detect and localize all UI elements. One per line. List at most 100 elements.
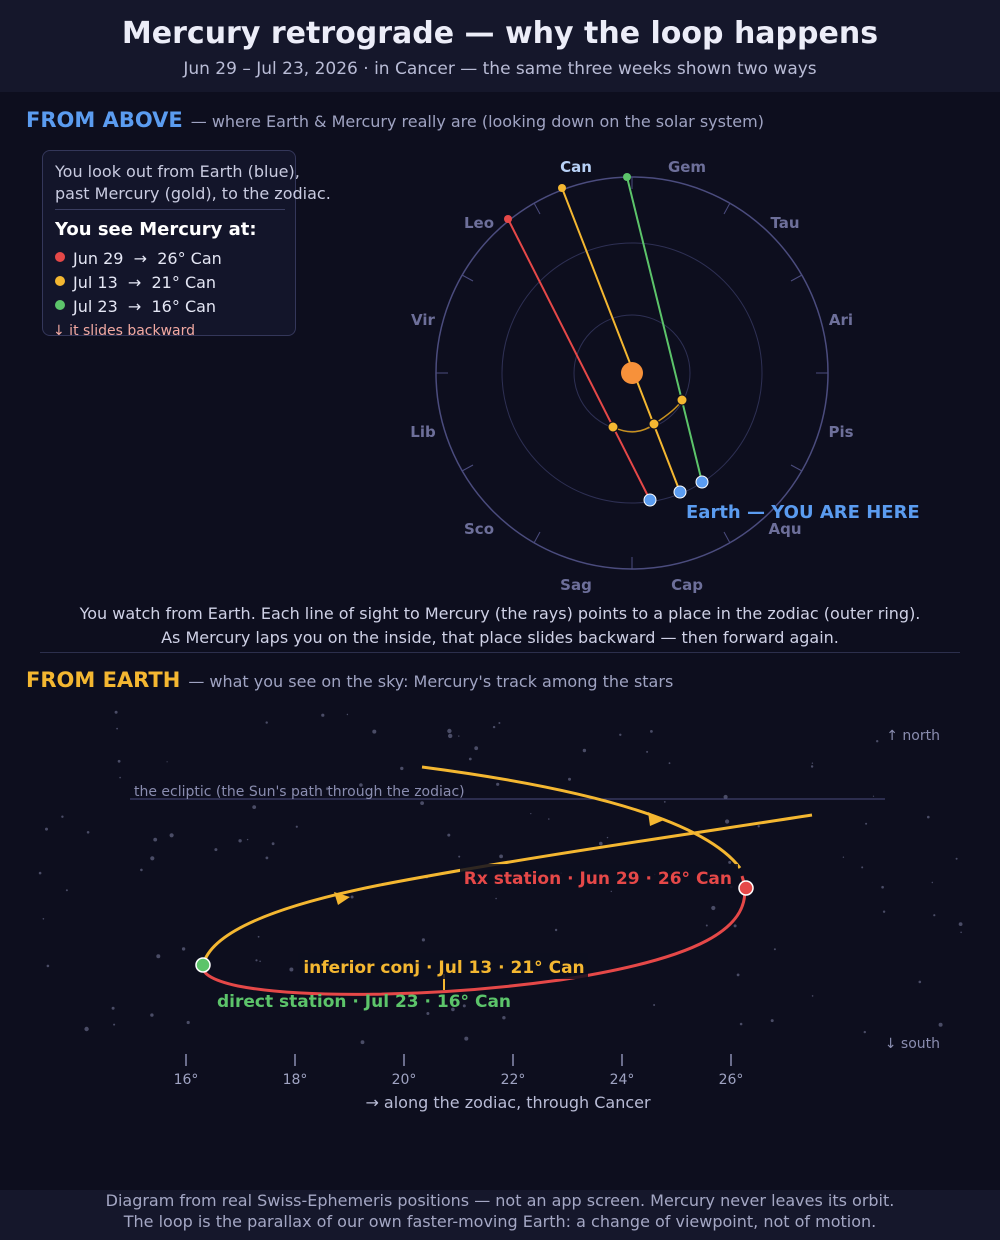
star (46, 964, 50, 968)
star (111, 1006, 115, 1010)
legend-arrow: → (133, 249, 148, 268)
zodiac-label-aqu: Aqu (768, 520, 801, 538)
star (458, 855, 461, 858)
star (498, 722, 501, 724)
star (606, 836, 609, 839)
star (464, 1036, 469, 1041)
star (117, 759, 121, 763)
star (113, 1023, 116, 1026)
star (960, 931, 962, 934)
star (420, 801, 424, 805)
star (181, 947, 186, 951)
orbit-diagram: Ari Tau Gem Can Leo Vir Lib Sco Sag Cap … (410, 158, 919, 594)
star (156, 954, 161, 959)
star (725, 819, 730, 824)
header: Mercury retrograde — why the loop happen… (0, 0, 1000, 92)
star (610, 890, 612, 893)
zodiac-marker-jul13 (558, 184, 566, 192)
north-label: ↑ north (886, 728, 940, 744)
zodiac-label-cap: Cap (671, 576, 703, 594)
earth-position-jun29 (643, 493, 657, 507)
section-label-earth: FROM EARTH (26, 668, 181, 692)
star (810, 765, 814, 768)
earth-position-jul23 (695, 475, 709, 489)
track-segment-direct-before (421, 765, 742, 869)
star (770, 1019, 774, 1023)
star (252, 805, 257, 809)
star (86, 831, 90, 834)
rx-station-marker (738, 880, 754, 896)
star (842, 856, 845, 858)
sky-diagram: ↑ north ↓ south the ecliptic (the Sun's … (38, 710, 963, 1112)
star (325, 787, 329, 791)
star (499, 854, 503, 859)
star (350, 895, 354, 899)
star (705, 924, 708, 927)
star (150, 1013, 154, 1017)
legend-date: Jul 23 (73, 297, 118, 316)
mercury-position-jul23 (676, 394, 688, 406)
zodiac-label-leo: Leo (464, 214, 494, 232)
star (166, 761, 168, 763)
star (421, 938, 425, 942)
star (933, 914, 936, 917)
star (447, 833, 451, 837)
star (554, 928, 558, 932)
axis-tick-16: 16° (174, 1072, 199, 1088)
star (114, 710, 118, 714)
zodiac-label-ari: Ari (829, 311, 853, 329)
star (451, 1007, 455, 1012)
zodiac-marker-jul23 (623, 173, 631, 181)
legend-intro: You look out from Earth (blue), past Mer… (55, 161, 335, 205)
star (863, 1030, 866, 1034)
direction-arrow-icon (334, 892, 350, 905)
mercury-position-jun29 (607, 421, 619, 433)
star (663, 801, 666, 803)
direct-station-label: direct station · Jul 23 · 16° Can (217, 992, 511, 1012)
star (811, 995, 814, 997)
footer-line2: The loop is the parallax of our own fast… (123, 1212, 877, 1231)
star (295, 825, 298, 828)
star (214, 848, 218, 852)
star (568, 777, 571, 781)
star (733, 924, 737, 928)
star (548, 818, 550, 820)
star (502, 1016, 506, 1020)
zodiac-label-tau: Tau (770, 214, 799, 232)
axis-tick-20: 20° (392, 1072, 417, 1088)
star (728, 860, 732, 864)
star (711, 905, 716, 911)
legend-intro-line2: past Mercury (gold), to the zodiac. (55, 184, 331, 203)
legend-footnote: ↓ it slides backward (53, 323, 196, 339)
zodiac-marker-jun29 (504, 215, 512, 223)
star (619, 733, 622, 736)
star (861, 866, 864, 869)
legend-position: 16° Can (151, 297, 217, 316)
star (65, 889, 68, 892)
axis-tick-24: 24° (610, 1072, 635, 1088)
star (257, 935, 260, 938)
section-heading-earth: FROM EARTH— what you see on the sky: Mer… (26, 668, 673, 692)
footer-line1: Diagram from real Swiss-Ephemeris positi… (105, 1191, 895, 1210)
red-dot-icon (55, 252, 65, 262)
zodiac-label-gem: Gem (668, 158, 706, 176)
star (958, 922, 963, 926)
zodiac-label-sco: Sco (464, 520, 494, 538)
star (61, 815, 64, 818)
sight-ray-jul13 (561, 187, 681, 493)
star (757, 825, 760, 828)
star (271, 842, 275, 846)
star (255, 959, 258, 962)
zodiac-label-sag: Sag (560, 576, 592, 594)
star (646, 750, 649, 753)
star (736, 973, 740, 977)
star (140, 868, 143, 872)
star (42, 918, 45, 920)
zodiac-label-can: Can (560, 158, 592, 176)
star (650, 730, 653, 733)
track-segment-retrograde (201, 875, 747, 996)
star (773, 948, 776, 951)
page-subtitle: Jun 29 – Jul 23, 2026 · in Cancer — the … (183, 59, 817, 79)
mercury-orbit (573, 314, 691, 432)
star (45, 827, 48, 831)
